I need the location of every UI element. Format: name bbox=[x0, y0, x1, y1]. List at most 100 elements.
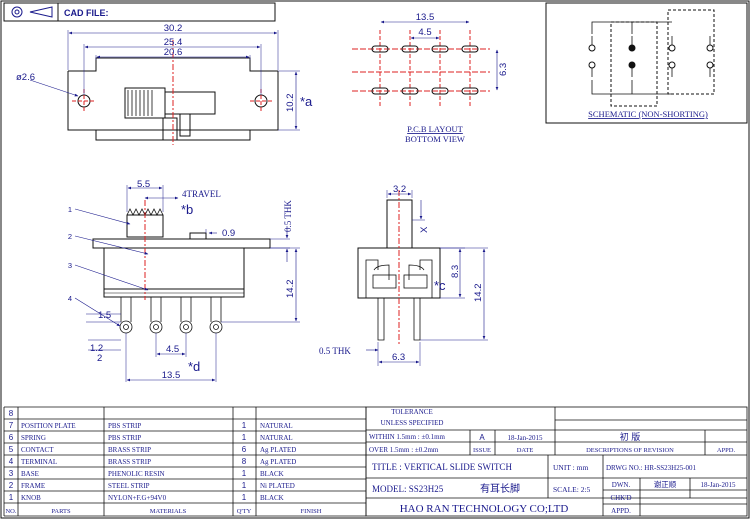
row-4-material: BRASS STRIP bbox=[108, 458, 151, 466]
pad bbox=[461, 87, 479, 95]
revision-description: 初 版 bbox=[620, 431, 641, 442]
dwn-name: 谢正顺 bbox=[654, 479, 677, 489]
end-dim-3-2: 3.2 bbox=[393, 184, 406, 195]
date-label: DATE bbox=[517, 447, 534, 454]
revision-date: 18-Jan-2015 bbox=[508, 434, 543, 442]
projection-circle-icon bbox=[11, 6, 23, 18]
row-7-finish: NATURAL bbox=[260, 422, 293, 430]
header-materials: MATERIALS bbox=[150, 508, 187, 515]
hole-diameter: ø2.6 bbox=[16, 72, 35, 83]
mark-b: *b bbox=[181, 202, 193, 217]
pcb-dim-13-5: 13.5 bbox=[416, 12, 435, 23]
row-2-finish: Ni PLATED bbox=[260, 482, 295, 490]
title-block: TOLERANCE UNLESS SPECIFIED WITHIN 1.5mm … bbox=[365, 406, 748, 517]
model-label: MODEL: SS23H25 bbox=[372, 484, 444, 494]
side-dim-1-5: 1.5 bbox=[98, 310, 111, 321]
row-1-finish: BLACK bbox=[260, 494, 284, 502]
row-6-finish: NATURAL bbox=[260, 434, 293, 442]
descriptions-label: DESCRIPTIONS OF REVISION bbox=[586, 447, 674, 454]
side-thk: 0.5 THK bbox=[283, 200, 293, 232]
tolerance-within: WITHIN 1.5mm : ±0.1mm bbox=[369, 433, 446, 441]
row-6-qty: 1 bbox=[242, 433, 247, 442]
unit-label: UNIT : mm bbox=[553, 463, 588, 472]
row-1-part: KNOB bbox=[21, 494, 41, 502]
dim-20-6: 20.6 bbox=[164, 47, 183, 58]
header-no: NO. bbox=[5, 508, 16, 515]
projection-cone-icon bbox=[29, 6, 53, 18]
row-3-finish: BLACK bbox=[260, 470, 284, 478]
end-x-mark: X bbox=[419, 226, 430, 233]
schematic: SCHEMATIC (NON-SHORTING) bbox=[545, 2, 748, 124]
pcb-subtitle: BOTTOM VIEW bbox=[405, 134, 465, 144]
pcb-title: P.C.B LAYOUT bbox=[407, 124, 463, 134]
dim-30-2: 30.2 bbox=[164, 23, 183, 34]
chkd-label: CHK'D bbox=[610, 494, 631, 502]
row-4-qty: 8 bbox=[242, 457, 247, 466]
pad bbox=[431, 87, 449, 95]
scale-label: SCALE: 2:5 bbox=[553, 485, 591, 494]
dim-25-4: 25.4 bbox=[164, 37, 183, 48]
row-5-finish: Ag PLATED bbox=[260, 446, 296, 454]
row-5-no: 5 bbox=[9, 445, 14, 454]
pad bbox=[401, 45, 419, 53]
row-4-part: TERMINAL bbox=[21, 458, 57, 466]
row-1-material: NYLON+F.G+94V0 bbox=[108, 494, 167, 502]
callout-3: 3 bbox=[68, 261, 72, 270]
row-5-material: BRASS STRIP bbox=[108, 446, 151, 454]
side-dim-1-2: 1.2 bbox=[90, 343, 103, 354]
pcb-dim-4-5: 4.5 bbox=[418, 27, 431, 38]
pad bbox=[371, 87, 389, 95]
row-2-no: 2 bbox=[9, 481, 14, 490]
end-thk: 0.5 THK bbox=[319, 346, 351, 356]
row-5-part: CONTACT bbox=[21, 446, 54, 454]
row-1-no: 1 bbox=[9, 493, 14, 502]
pcb-dim-6-3: 6.3 bbox=[498, 63, 509, 76]
cad-file-header: CAD FILE: bbox=[3, 2, 276, 22]
row-2-material: STEEL STRIP bbox=[108, 482, 150, 490]
side-dim-0-9: 0.9 bbox=[222, 228, 235, 239]
callout-4: 4 bbox=[68, 294, 72, 303]
side-dim-14-2: 14.2 bbox=[285, 280, 296, 299]
side-view: 5.5 4TRAVEL *b 0.9 0.5 THK 14.2 1 2 3 4 … bbox=[68, 179, 300, 382]
unless-specified: UNLESS SPECIFIED bbox=[381, 419, 444, 427]
row-7-material: PBS STRIP bbox=[108, 422, 141, 430]
end-dim-6-3: 6.3 bbox=[392, 352, 405, 363]
header-qty: Q'TY bbox=[237, 508, 252, 515]
travel-label: 4TRAVEL bbox=[182, 189, 221, 199]
callout-1: 1 bbox=[68, 205, 72, 214]
row-7-qty: 1 bbox=[242, 421, 247, 430]
end-view: 3.2 X *c 8.3 14.2 0.5 THK 6.3 bbox=[319, 184, 488, 366]
header-parts: PARTS bbox=[51, 508, 71, 515]
header-finish: FINISH bbox=[301, 508, 322, 515]
callout-2: 2 bbox=[68, 232, 72, 241]
parts-table: 8 7 POSITION PLATE PBS STRIP 1 NATURAL 6… bbox=[3, 406, 367, 517]
row-5-qty: 6 bbox=[242, 445, 247, 454]
side-dim-5-5: 5.5 bbox=[137, 179, 150, 190]
appd-label: APPD. bbox=[717, 447, 736, 454]
row-4-finish: Ag PLATED bbox=[260, 458, 296, 466]
tolerance-label: TOLERANCE bbox=[391, 408, 432, 416]
end-dim-8-3: 8.3 bbox=[450, 265, 461, 278]
row-8-no: 8 bbox=[9, 409, 14, 418]
tolerance-over: OVER 1.5mm : ±0.2mm bbox=[369, 446, 439, 454]
dwn-label: DWN. bbox=[612, 481, 631, 489]
row-3-part: BASE bbox=[21, 470, 39, 478]
side-dim-13-5: 13.5 bbox=[162, 370, 181, 381]
row-3-no: 3 bbox=[9, 469, 14, 478]
drawing-title: TITLE : VERTICAL SLIDE SWITCH bbox=[372, 462, 512, 472]
row-1-qty: 1 bbox=[242, 493, 247, 502]
row-7-no: 7 bbox=[9, 421, 14, 430]
mark-a: *a bbox=[300, 94, 313, 109]
cad-file-label: CAD FILE: bbox=[64, 8, 109, 18]
side-dim-4-5: 4.5 bbox=[166, 344, 179, 355]
drawing-number: DRWG NO.: HR-SS23H25-001 bbox=[606, 464, 697, 472]
row-2-part: FRAME bbox=[21, 482, 45, 490]
row-3-qty: 1 bbox=[242, 469, 247, 478]
row-4-no: 4 bbox=[9, 457, 14, 466]
side-dim-2: 2 bbox=[97, 353, 102, 364]
pad bbox=[371, 45, 389, 53]
pad bbox=[431, 45, 449, 53]
revision-letter: A bbox=[479, 433, 485, 442]
appd2-label: APPD. bbox=[611, 507, 631, 515]
